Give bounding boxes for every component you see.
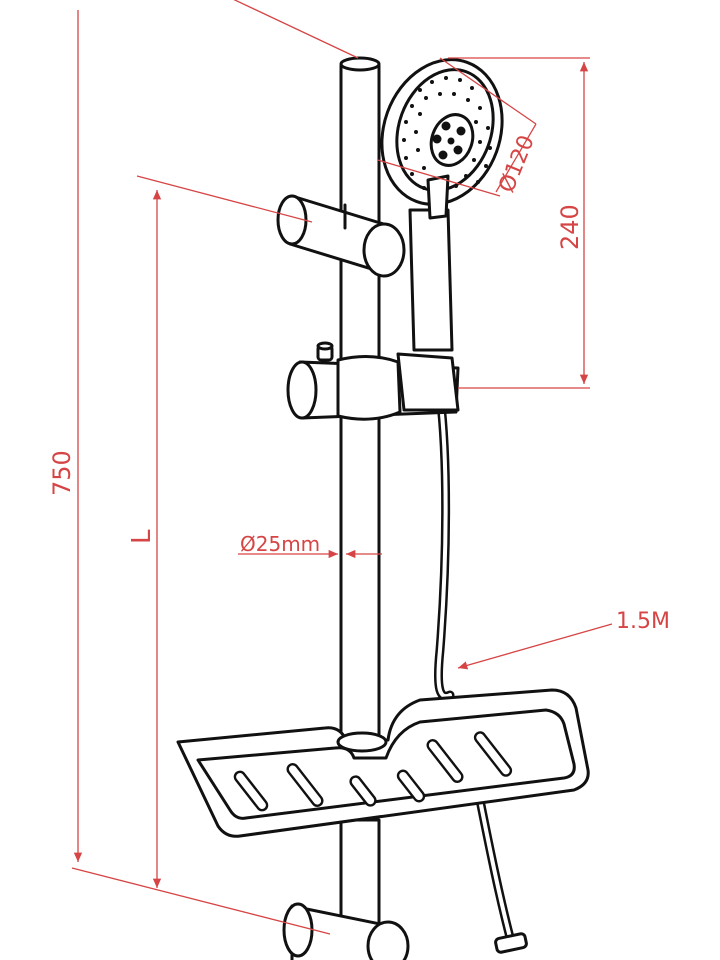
upper-wall-bracket (276, 194, 406, 278)
head-height-dimension: 240 (448, 57, 590, 389)
hose-length-label: 1.5M (616, 609, 670, 634)
hose-length-dimension: 1.5M (457, 609, 670, 670)
slide-length-dimension: L (127, 175, 313, 888)
total-height-dimension: 750 (48, 0, 359, 935)
rail-diameter-dimension: Ø25mm (238, 532, 382, 559)
shower-head (380, 58, 504, 220)
hose-nut (494, 932, 528, 954)
rail-top-cap (339, 56, 381, 72)
head-height-label: 240 (556, 204, 584, 250)
slide-length-label: L (127, 529, 157, 544)
total-height-label: 750 (48, 450, 76, 496)
hand-shower-handle (408, 208, 454, 352)
soap-dish-slots (233, 731, 513, 812)
soap-dish (176, 688, 590, 838)
rail-diameter-label: Ø25mm (240, 532, 320, 556)
slider-holder (286, 341, 460, 421)
lower-wall-bracket (282, 902, 410, 960)
